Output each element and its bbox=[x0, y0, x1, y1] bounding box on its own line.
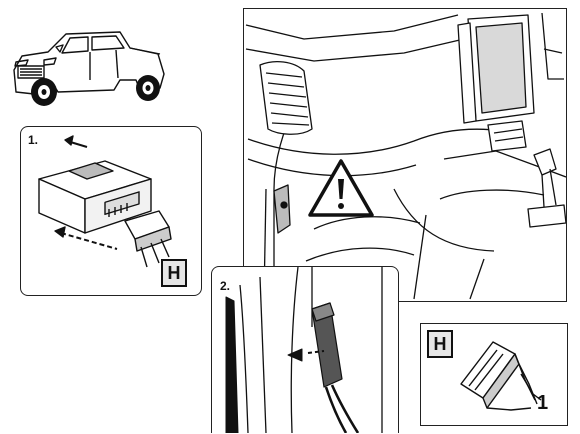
warning-triangle-icon bbox=[308, 159, 374, 217]
connector-callout-h: H bbox=[161, 259, 187, 287]
step-1-number: 1. bbox=[28, 133, 39, 147]
connector-index-number: 1 bbox=[537, 392, 549, 414]
control-module-icon bbox=[38, 135, 172, 268]
connector-detail-panel: H 1 bbox=[420, 323, 568, 426]
step-1-panel: 1. H bbox=[20, 126, 202, 296]
connector-detail-label-h: H bbox=[427, 330, 453, 358]
wiring-connector-icon bbox=[225, 267, 383, 433]
step-2-panel: 2. bbox=[211, 266, 399, 433]
dashboard-view-panel bbox=[243, 8, 567, 302]
connector-detail-icon bbox=[460, 341, 542, 411]
step-2-number: 2. bbox=[220, 279, 231, 293]
vehicle-illustration bbox=[8, 14, 170, 114]
dashboard-interior-illustration bbox=[245, 12, 566, 300]
pickup-truck-icon bbox=[13, 31, 165, 106]
